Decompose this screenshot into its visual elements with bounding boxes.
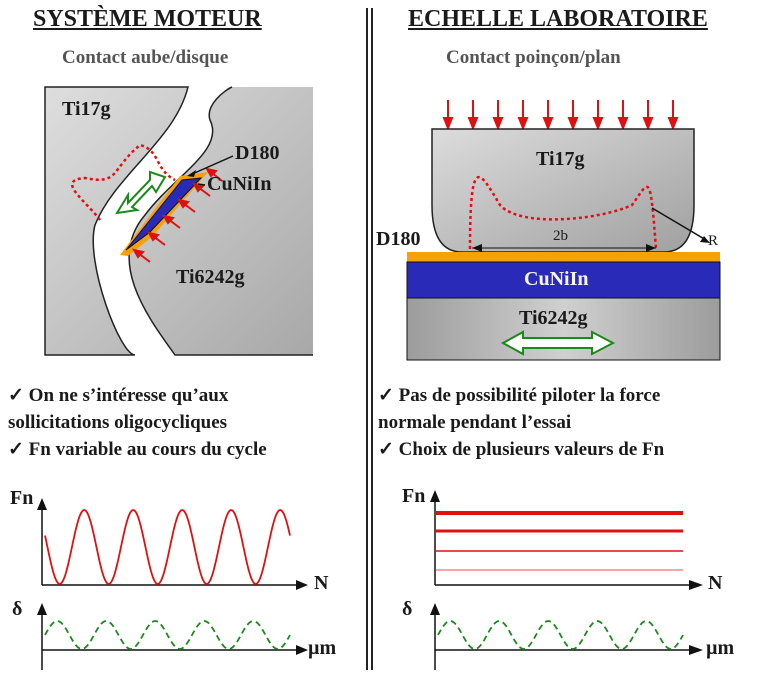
arrow-down-icon [442, 100, 679, 131]
load-arrow-head [542, 117, 554, 131]
load-arrow-head [592, 117, 604, 131]
double-arrow-icon [500, 330, 616, 356]
load-arrow-head [617, 117, 629, 131]
left-title: SYSTÈME MOTEUR [33, 6, 262, 32]
load-arrow-head [667, 117, 679, 131]
column-divider [366, 8, 368, 670]
right-label-substrate: Ti6242g [519, 307, 588, 329]
load-arrow-head [642, 117, 654, 131]
displacement-curve-right [437, 620, 684, 650]
left-force-plot [37, 498, 308, 670]
left-plot-xlabel-um: µm [308, 637, 337, 659]
left-label-coating: D180 [235, 142, 280, 164]
punch-plane-diagram [406, 100, 721, 361]
right-bullet-1: ✓ Pas de possibilité piloter la force [378, 385, 661, 406]
displacement-curve-left [44, 620, 291, 650]
load-arrow-head [567, 117, 579, 131]
load-arrow-head [467, 117, 479, 131]
right-label-width: 2b [553, 228, 568, 244]
load-arrow-head [442, 117, 454, 131]
left-label-bottom-part: Ti6242g [176, 266, 245, 288]
right-plot-xlabel-um: µm [706, 637, 735, 659]
right-subtitle: Contact poinçon/plan [446, 47, 621, 68]
load-arrow-head [492, 117, 504, 131]
right-plot-xlabel-n: N [708, 572, 723, 594]
pressure-profile-right [468, 175, 658, 250]
force-sine-curve [44, 509, 291, 585]
left-subtitle: Contact aube/disque [62, 47, 229, 68]
right-plot-ylabel-fn: Fn [402, 485, 426, 507]
left-label-interlayer: CuNiIn [207, 173, 272, 195]
left-plot-ylabel-fn: Fn [10, 487, 34, 509]
right-force-plot [430, 490, 703, 670]
left-bullet-1: ✓ On ne s’intéresse qu’aux [8, 385, 229, 406]
left-plot-xlabel-n: N [314, 572, 329, 594]
right-label-radius: R [708, 233, 719, 249]
right-label-interlayer: CuNiIn [524, 268, 589, 290]
left-bullet-2: sollicitations oligocycliques [8, 412, 228, 433]
load-arrow-head [517, 117, 529, 131]
blade-disk-diagram [44, 86, 313, 356]
arrow-down-icon [132, 167, 223, 263]
right-label-punch: Ti17g [536, 148, 585, 170]
pressure-profile-left [70, 143, 176, 221]
column-divider-second [371, 8, 373, 670]
left-bullet-3: ✓ Fn variable au cours du cycle [8, 439, 267, 460]
right-label-coating: D180 [376, 228, 421, 250]
left-label-top-part: Ti17g [62, 98, 111, 120]
right-bullet-3: ✓ Choix de plusieurs valeurs de Fn [378, 439, 665, 460]
double-arrow-icon [115, 170, 167, 215]
left-plot-ylabel-delta: δ [12, 598, 23, 620]
right-bullet-2: normale pendant l’essai [378, 412, 572, 433]
right-title: ECHELLE LABORATOIRE [408, 6, 708, 32]
right-plot-ylabel-delta: δ [402, 598, 413, 620]
